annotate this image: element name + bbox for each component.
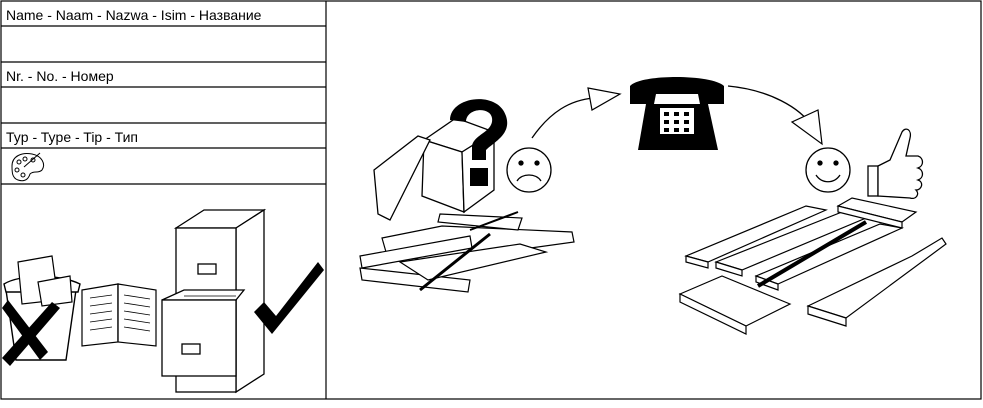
checkmark-icon bbox=[254, 262, 324, 334]
open-binder-icon bbox=[81, 283, 157, 347]
telephone-icon bbox=[630, 77, 724, 150]
filing-cabinet-icon bbox=[161, 208, 267, 394]
happy-face-icon bbox=[805, 147, 851, 193]
number-label: Nr. - No. - Номер bbox=[6, 68, 114, 84]
sad-face-icon bbox=[506, 147, 552, 193]
damaged-box-icon bbox=[373, 117, 496, 221]
broken-planks-drawing bbox=[359, 211, 575, 293]
thumbs-up-icon bbox=[867, 128, 924, 200]
question-mark-icon bbox=[450, 99, 508, 186]
palette-icon bbox=[11, 152, 45, 182]
type-label: Typ - Type - Tip - Тип bbox=[6, 129, 139, 145]
table-frame bbox=[0, 0, 982, 400]
arrow-to-phone bbox=[531, 87, 622, 139]
name-label: Name - Naam - Nazwa - Isim - Название bbox=[6, 7, 262, 23]
arrow-to-happy bbox=[727, 85, 823, 146]
arranged-planks-drawing bbox=[678, 197, 947, 335]
crossed-trash-bin-icon bbox=[2, 255, 81, 366]
